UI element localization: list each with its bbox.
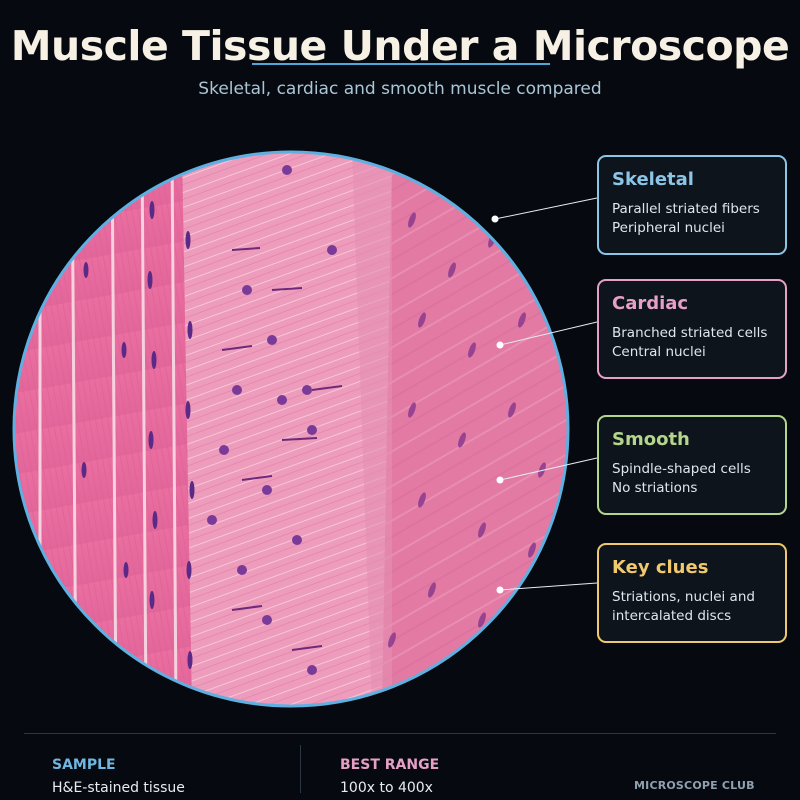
scope-border [12, 150, 570, 708]
tissue-regions [14, 152, 568, 706]
range-value: 100x to 400x [340, 780, 433, 796]
callout-smooth: Smooth Spindle-shaped cells No striation… [597, 415, 787, 515]
footer-column-divider [300, 745, 301, 793]
brand-label: MICROSCOPE CLUB [634, 779, 755, 792]
callout-line: Parallel striated fibers [612, 201, 760, 217]
page-title: Muscle Tissue Under a Microscope [10, 22, 790, 70]
callout-line: intercalated discs [612, 608, 732, 624]
page-subtitle: Skeletal, cardiac and smooth muscle comp… [198, 79, 602, 99]
callout-key-clues: Key clues Striations, nuclei and interca… [597, 543, 787, 643]
micrograph-image [12, 150, 570, 708]
callout-title: Skeletal [612, 169, 694, 190]
callout-line: Central nuclei [612, 344, 706, 360]
footer-divider [24, 733, 776, 734]
callout-line: Striations, nuclei and [612, 589, 755, 605]
callout-title: Cardiac [612, 293, 689, 314]
range-label: BEST RANGE [340, 757, 440, 773]
callout-line: Peripheral nuclei [612, 220, 725, 236]
callout-line: Spindle-shaped cells [612, 461, 751, 477]
sample-value: H&E-stained tissue [52, 780, 185, 796]
callout-line: No striations [612, 480, 698, 496]
callout-title: Key clues [612, 557, 709, 578]
callout-skeletal: Skeletal Parallel striated fibers Periph… [597, 155, 787, 255]
sample-label: SAMPLE [52, 757, 116, 773]
callout-line: Branched striated cells [612, 325, 768, 341]
title-underline [252, 63, 550, 65]
callout-title: Smooth [612, 429, 690, 450]
callout-cardiac: Cardiac Branched striated cells Central … [597, 279, 787, 379]
